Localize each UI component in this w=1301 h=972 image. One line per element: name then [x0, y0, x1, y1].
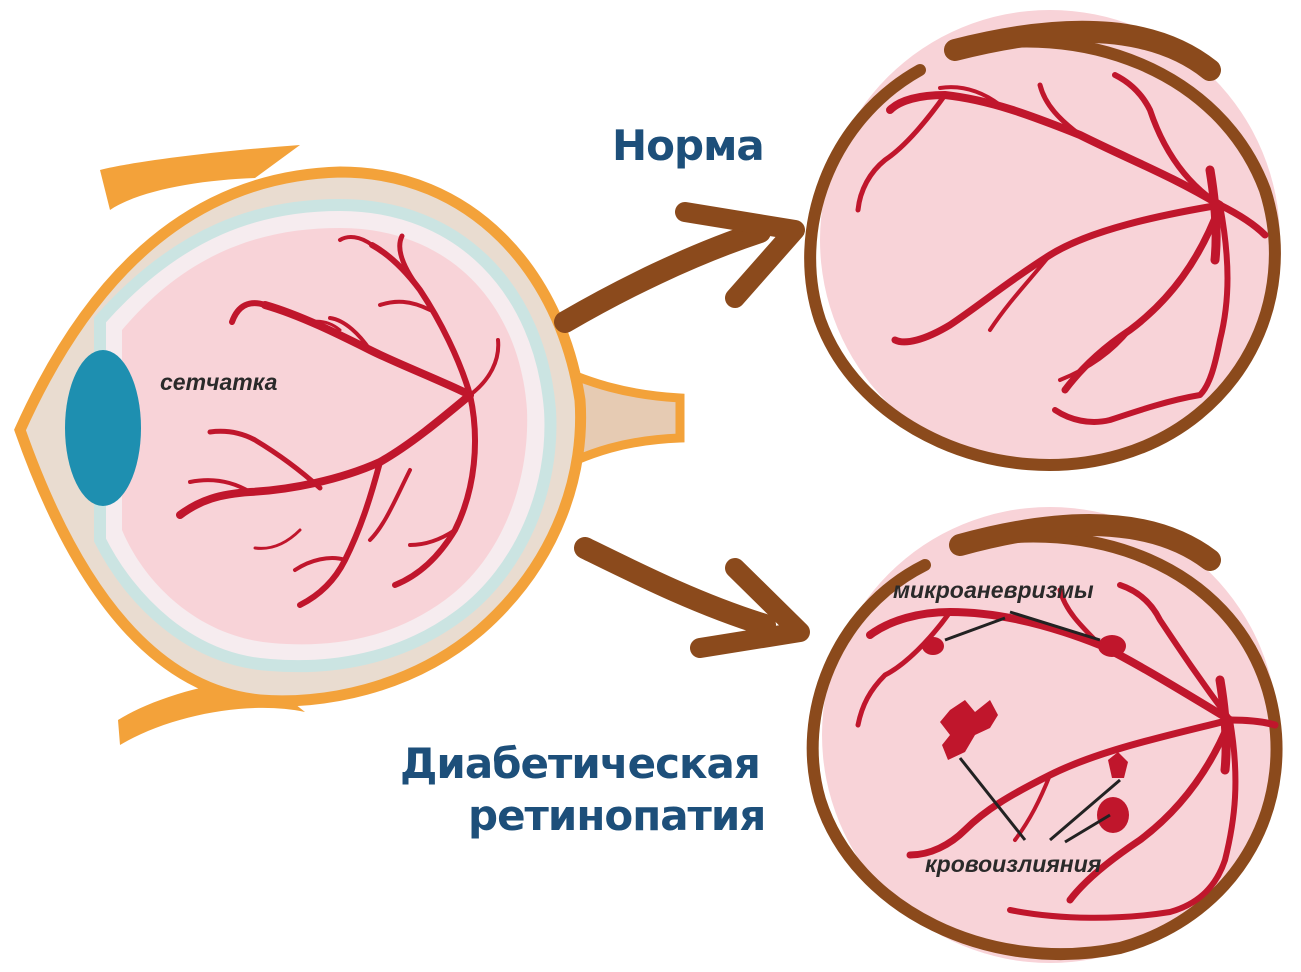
hemorrhage-spot — [1097, 797, 1129, 833]
microaneurysm-dot — [922, 637, 944, 655]
eye-cross-section: сетчатка — [20, 145, 680, 745]
lens — [65, 350, 141, 506]
arrow-to-diabetic — [585, 548, 800, 648]
hemorrhages-label: кровоизлияния — [925, 851, 1102, 877]
microaneurysms-label: микроаневризмы — [893, 577, 1094, 603]
normal-title: Норма — [612, 121, 764, 170]
diabetic-title-line2: ретинопатия — [468, 791, 765, 840]
diabetic-title-line1: Диабетическая — [400, 739, 760, 788]
diabetic-fundus: микроаневризмы кровоизлияния — [813, 507, 1278, 963]
normal-fundus — [810, 10, 1280, 470]
microaneurysm-dot — [1098, 635, 1126, 657]
arrow-to-normal — [565, 212, 795, 322]
retina-label: сетчатка — [160, 369, 278, 395]
